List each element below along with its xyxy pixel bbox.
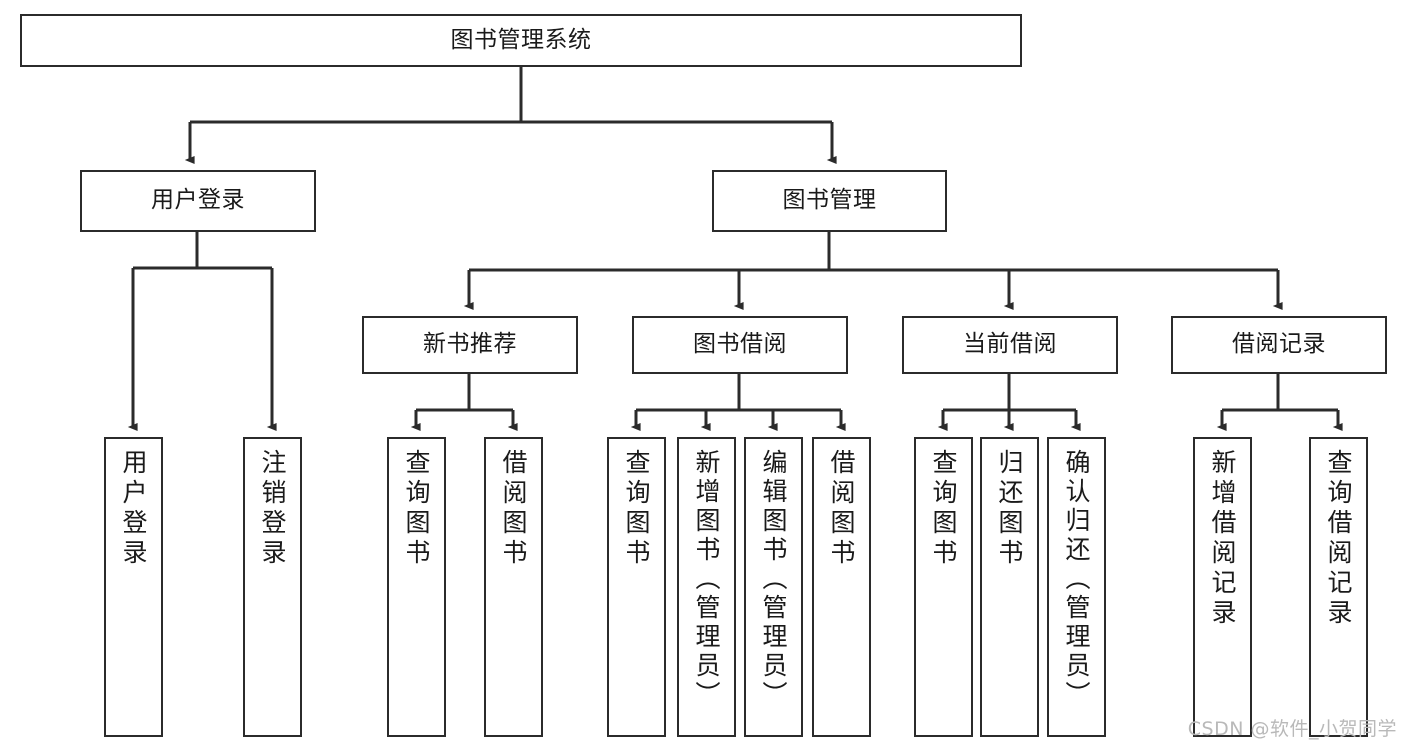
leaf-query-borrow-record[interactable]: 查询借阅记录 bbox=[1309, 437, 1368, 737]
node-label: 新增借阅记录 bbox=[1208, 449, 1237, 629]
node-new-book-recommendation[interactable]: 新书推荐 bbox=[362, 316, 578, 374]
leaf-user-login[interactable]: 用户登录 bbox=[104, 437, 163, 737]
node-user-login[interactable]: 用户登录 bbox=[80, 170, 316, 232]
leaf-query-book-current[interactable]: 查询图书 bbox=[914, 437, 973, 737]
leaf-logout[interactable]: 注销登录 bbox=[243, 437, 302, 737]
leaf-return-book[interactable]: 归还图书 bbox=[980, 437, 1039, 737]
node-label: 查询图书 bbox=[929, 449, 958, 569]
leaf-borrow-book-borrowing[interactable]: 借阅图书 bbox=[812, 437, 871, 737]
node-label: 编辑图书（管理员） bbox=[759, 449, 788, 710]
leaf-add-borrow-record[interactable]: 新增借阅记录 bbox=[1193, 437, 1252, 737]
node-label: 新增图书（管理员） bbox=[692, 449, 721, 710]
node-label: 借阅记录 bbox=[1232, 331, 1326, 358]
node-label: 借阅图书 bbox=[499, 449, 528, 569]
node-label: 新书推荐 bbox=[423, 331, 517, 358]
node-book-management[interactable]: 图书管理 bbox=[712, 170, 947, 232]
leaf-edit-book-admin[interactable]: 编辑图书（管理员） bbox=[744, 437, 803, 737]
node-book-borrowing[interactable]: 图书借阅 bbox=[632, 316, 848, 374]
csdn-watermark: CSDN @软件_小贺同学 bbox=[1187, 718, 1397, 740]
leaf-confirm-return-admin[interactable]: 确认归还（管理员） bbox=[1047, 437, 1106, 737]
node-label: 用户登录 bbox=[119, 449, 148, 569]
leaf-query-book-new-book[interactable]: 查询图书 bbox=[387, 437, 446, 737]
node-label: 查询图书 bbox=[402, 449, 431, 569]
node-borrow-records[interactable]: 借阅记录 bbox=[1171, 316, 1387, 374]
node-label: 确认归还（管理员） bbox=[1062, 449, 1091, 710]
node-label: 注销登录 bbox=[258, 449, 287, 569]
node-label: 归还图书 bbox=[995, 449, 1024, 569]
node-label: 图书借阅 bbox=[693, 331, 787, 358]
node-current-borrowing[interactable]: 当前借阅 bbox=[902, 316, 1118, 374]
node-label: 查询图书 bbox=[622, 449, 651, 569]
node-label: 图书管理 bbox=[782, 187, 877, 214]
node-label: 查询借阅记录 bbox=[1324, 449, 1353, 629]
node-root-book-management-system[interactable]: 图书管理系统 bbox=[20, 14, 1022, 67]
node-label: 当前借阅 bbox=[963, 331, 1057, 358]
leaf-query-book-borrowing[interactable]: 查询图书 bbox=[607, 437, 666, 737]
node-label: 用户登录 bbox=[151, 187, 245, 214]
node-label: 借阅图书 bbox=[827, 449, 856, 569]
leaf-borrow-book-new-book[interactable]: 借阅图书 bbox=[484, 437, 543, 737]
leaf-add-book-admin[interactable]: 新增图书（管理员） bbox=[677, 437, 736, 737]
node-label: 图书管理系统 bbox=[450, 26, 592, 53]
